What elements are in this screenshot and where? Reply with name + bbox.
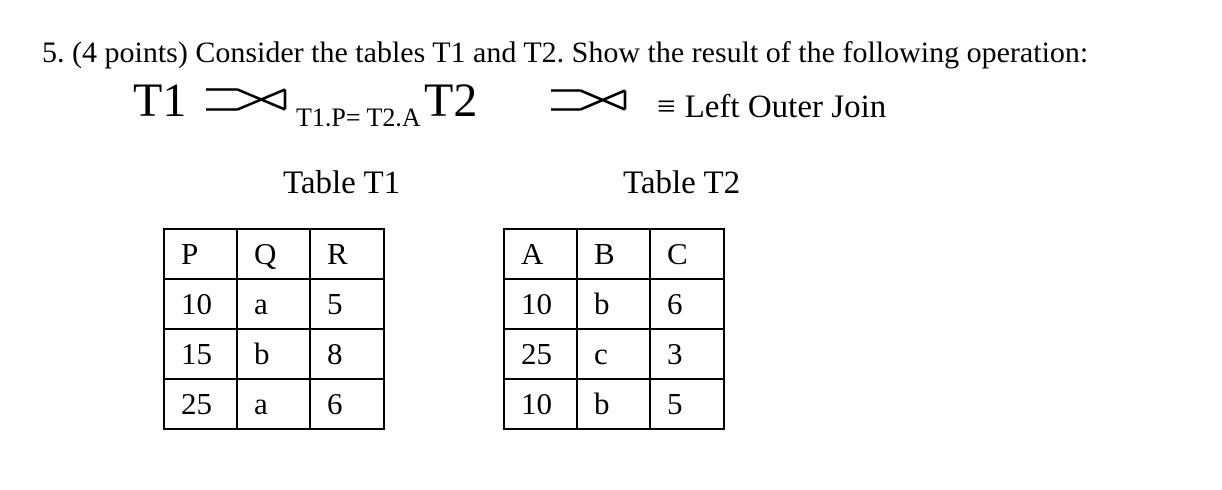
table-cell: b	[576, 378, 651, 430]
table-t2-title: Table T2	[623, 165, 741, 201]
table-cell: 5	[309, 278, 385, 330]
table-t2-header-row: A B C	[503, 228, 725, 280]
column-header: C	[649, 228, 725, 280]
table-cell: 5	[649, 378, 725, 430]
table-row: 10 a 5	[163, 278, 385, 330]
table-cell: 25	[163, 378, 238, 430]
table-row: 10 b 6	[503, 278, 725, 330]
table-cell: 6	[649, 278, 725, 330]
column-header: B	[576, 228, 651, 280]
table-cell: 10	[163, 278, 238, 330]
table-t1: P Q R 10 a 5 15 b 8 25 a 6	[163, 228, 385, 430]
question-text: 5. (4 points) Consider the tables T1 and…	[42, 36, 1089, 69]
table-cell: a	[236, 278, 311, 330]
table-cell: 10	[503, 278, 578, 330]
column-header: R	[309, 228, 385, 280]
table-cell: 25	[503, 328, 578, 380]
left-outer-join-icon	[551, 89, 627, 111]
table-t1-header-row: P Q R	[163, 228, 385, 280]
table-cell: 8	[309, 328, 385, 380]
column-header: P	[163, 228, 238, 280]
column-header: Q	[236, 228, 311, 280]
table-t1-title: Table T1	[283, 165, 401, 201]
table-row: 15 b 8	[163, 328, 385, 380]
table-cell: c	[576, 328, 651, 380]
join-legend-label: Left Outer Join	[684, 89, 887, 125]
join-legend: ≡Left Outer Join	[657, 91, 886, 124]
equiv-symbol: ≡	[657, 89, 676, 125]
left-outer-join-icon	[206, 88, 287, 111]
table-t2: A B C 10 b 6 25 c 3 10 b 5	[503, 228, 725, 430]
table-cell: 10	[503, 378, 578, 430]
table-row: 25 a 6	[163, 378, 385, 430]
table-cell: 3	[649, 328, 725, 380]
expression-left-operand: T1	[133, 74, 187, 127]
table-cell: 6	[309, 378, 385, 430]
table-cell: b	[236, 328, 311, 380]
table-cell: b	[576, 278, 651, 330]
join-condition-subscript: T1.P= T2.A	[296, 103, 421, 132]
table-row: 10 b 5	[503, 378, 725, 430]
table-cell: a	[236, 378, 311, 430]
table-row: 25 c 3	[503, 328, 725, 380]
table-cell: 15	[163, 328, 238, 380]
column-header: A	[503, 228, 578, 280]
expression-right-operand: T2	[424, 74, 478, 127]
